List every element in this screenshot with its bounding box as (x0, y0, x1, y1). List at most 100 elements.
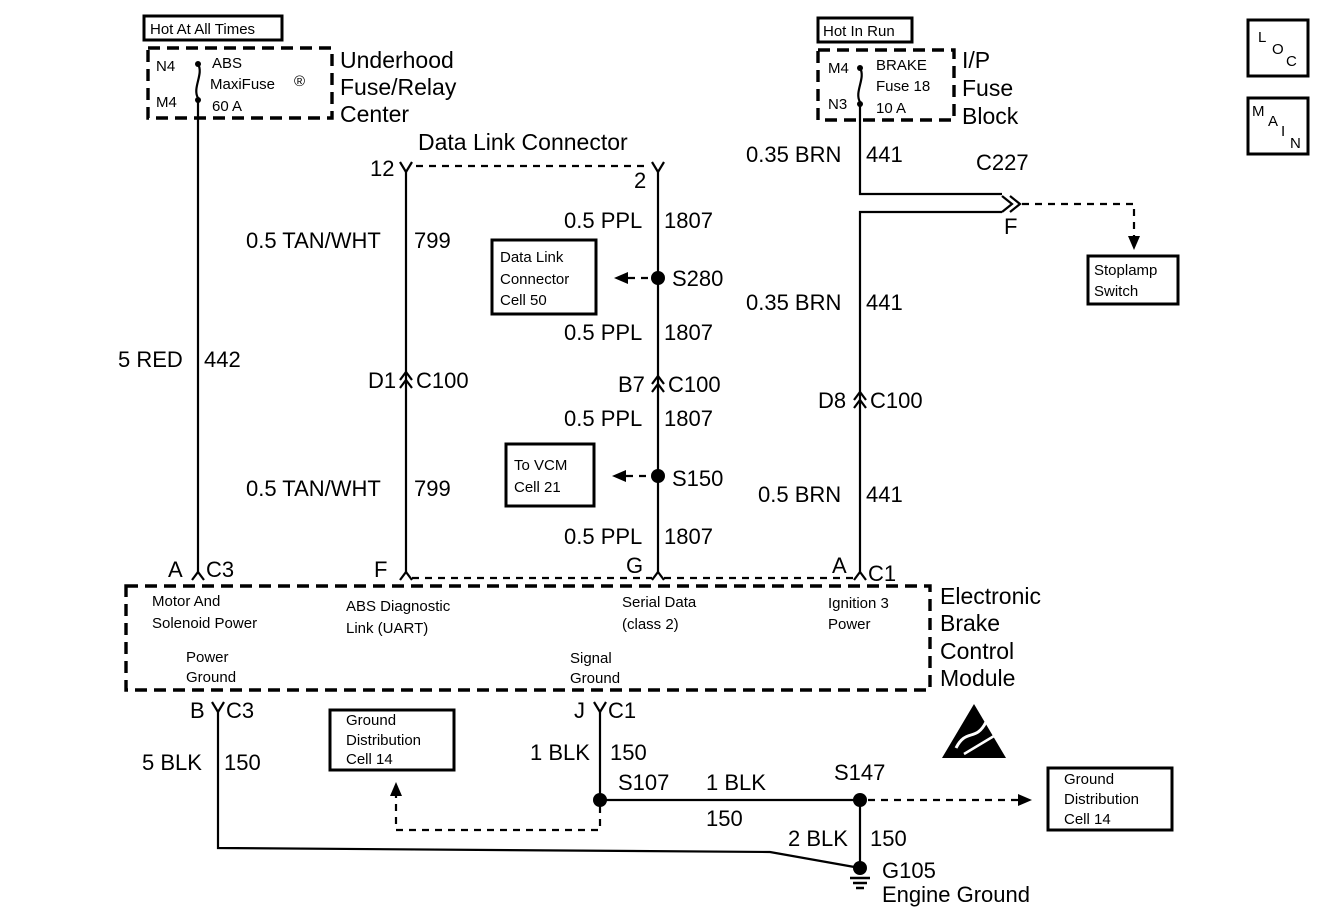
hot-in-run-box (816, 16, 914, 44)
to-vcm-cell-21-link[interactable]: To VCM Cell 21 (504, 442, 596, 508)
dlc-title: Data Link Connector (418, 129, 628, 155)
wire-blk-g105-size: 2 BLK (788, 826, 848, 851)
wire-441-3-circuit: 441 (866, 482, 903, 507)
g105-junction (853, 861, 867, 875)
svg-text:M: M (1252, 103, 1265, 120)
underhood-label-2: Fuse/Relay (340, 74, 457, 100)
svg-text:N: N (1290, 135, 1301, 152)
signal-ground-label-1: Signal (570, 650, 612, 667)
ignition-label-2: Power (828, 616, 871, 633)
splice-s150 (651, 469, 665, 483)
ebcm-outline (124, 584, 932, 692)
abs-fuse-type: MaxiFuse (210, 76, 275, 93)
wire-1807-1-circuit: 1807 (664, 208, 713, 233)
conn-b7: B7 (618, 372, 645, 397)
ip-fuse-label-2: Fuse (962, 75, 1013, 101)
wire-1807-4-size: 0.5 PPL (564, 524, 642, 549)
svg-text:Cell 14: Cell 14 (346, 751, 393, 768)
stoplamp-ref-arrow (1128, 236, 1140, 250)
splice-s280 (651, 271, 665, 285)
splice-s147-label: S147 (834, 760, 885, 785)
ip-fuse-label-3: Block (962, 103, 1019, 129)
hot-at-all-times-box (142, 14, 284, 42)
conn-d1: D1 (368, 368, 396, 393)
brake-fuse-element (857, 67, 863, 103)
wire-1807-2-circuit: 1807 (664, 320, 713, 345)
conn-c3: C3 (206, 557, 234, 582)
s147-ref-arrow (1018, 794, 1032, 806)
ebcm-name-2: Brake (940, 610, 1000, 636)
motor-solenoid-label-1: Motor And (152, 593, 220, 610)
c100-b7-terminal (651, 374, 665, 393)
conn-d8: D8 (818, 388, 846, 413)
dlc-terminal-12 (399, 161, 413, 175)
brake-fuse-pin-m4: M4 (828, 60, 849, 77)
abs-fuse-name: ABS (212, 55, 242, 72)
data-link-connector-cell-50-link[interactable]: Data Link Connector Cell 50 (490, 238, 598, 316)
dlc-terminal-2 (651, 161, 665, 175)
ground-distribution-cell-14-right-link[interactable]: Ground Distribution Cell 14 (1046, 766, 1174, 832)
wire-799-top-size: 0.5 TAN/WHT (246, 228, 381, 253)
ground-distribution-cell-14-left-link[interactable]: Ground Distribution Cell 14 (328, 708, 456, 772)
abs-fuse-terminal-top (195, 61, 201, 67)
loc-nav-button[interactable]: L O C (1246, 18, 1310, 78)
wire-1807-3-size: 0.5 PPL (564, 406, 642, 431)
serial-data-label-1: Serial Data (622, 594, 697, 611)
brake-fuse-name: BRAKE (876, 57, 927, 74)
wire-brn-441-fuse-to-c227 (858, 104, 1002, 196)
power-ground-label-1: Power (186, 649, 229, 666)
splice-s150-label: S150 (672, 466, 723, 491)
wire-blk-left-circuit: 150 (224, 750, 261, 775)
svg-text:Cell 14: Cell 14 (1064, 811, 1111, 828)
wire-blk-left-size: 5 BLK (142, 750, 202, 775)
conn-d1-c100: C100 (416, 368, 469, 393)
ebcm-name-3: Control (940, 638, 1014, 664)
svg-text:To VCM: To VCM (514, 457, 567, 474)
conn-c227-pin-f: F (1004, 214, 1017, 239)
wire-blk-j-circuit: 150 (610, 740, 647, 765)
conn-a-c1-a: A (832, 553, 847, 578)
brake-fuse-type: Fuse 18 (876, 78, 930, 95)
stoplamp-switch-link[interactable]: Stoplamp Switch (1086, 254, 1180, 306)
svg-text:Data Link: Data Link (500, 249, 564, 266)
wire-1807-1-size: 0.5 PPL (564, 208, 642, 233)
svg-text:Switch: Switch (1094, 283, 1138, 300)
wire-blk-mid-size: 1 BLK (706, 770, 766, 795)
svg-text:A: A (1268, 113, 1278, 130)
esd-warning-icon (942, 704, 1006, 758)
ground-symbol-icon (850, 876, 870, 890)
main-nav-button[interactable]: M A I N (1246, 96, 1310, 156)
c100-d8-terminal (853, 390, 867, 409)
abs-diag-label-2: Link (UART) (346, 620, 428, 637)
ebcm-name-1: Electronic (940, 583, 1041, 609)
svg-text:Ground: Ground (1064, 771, 1114, 788)
hot-in-run-label: Hot In Run (823, 23, 895, 40)
svg-text:L: L (1258, 29, 1266, 46)
conn-j: J (574, 698, 585, 723)
brake-fuse-pin-n3: N3 (828, 96, 847, 113)
svg-text:C: C (1286, 53, 1297, 70)
wire-441-1-circuit: 441 (866, 142, 903, 167)
s280-ref-arrow (614, 272, 628, 284)
ip-fuse-label-1: I/P (962, 47, 990, 73)
abs-fuse-pin-m4: M4 (156, 94, 177, 111)
conn-g: G (626, 553, 643, 578)
brake-fuse-rating: 10 A (876, 100, 906, 117)
conn-d8-c100: C100 (870, 388, 923, 413)
svg-text:Distribution: Distribution (346, 732, 421, 749)
brake-fuse-terminal-top (857, 65, 863, 71)
s107-ref-arrow (390, 782, 402, 796)
abs-fuse-rating: 60 A (212, 98, 242, 115)
conn-b-c3: C3 (226, 698, 254, 723)
svg-text:Distribution: Distribution (1064, 791, 1139, 808)
conn-b: B (190, 698, 205, 723)
wire-red-442-circuit: 442 (204, 347, 241, 372)
serial-data-label-2: (class 2) (622, 616, 679, 633)
ebcm-terminal-a-c1 (853, 570, 867, 581)
wire-1807-2-size: 0.5 PPL (564, 320, 642, 345)
wire-blk-g105-circuit: 150 (870, 826, 907, 851)
conn-a-c1-c1: C1 (868, 561, 896, 586)
signal-ground-label-2: Ground (570, 670, 620, 687)
wire-799-bottom-size: 0.5 TAN/WHT (246, 476, 381, 501)
c227-terminal (1001, 195, 1022, 213)
